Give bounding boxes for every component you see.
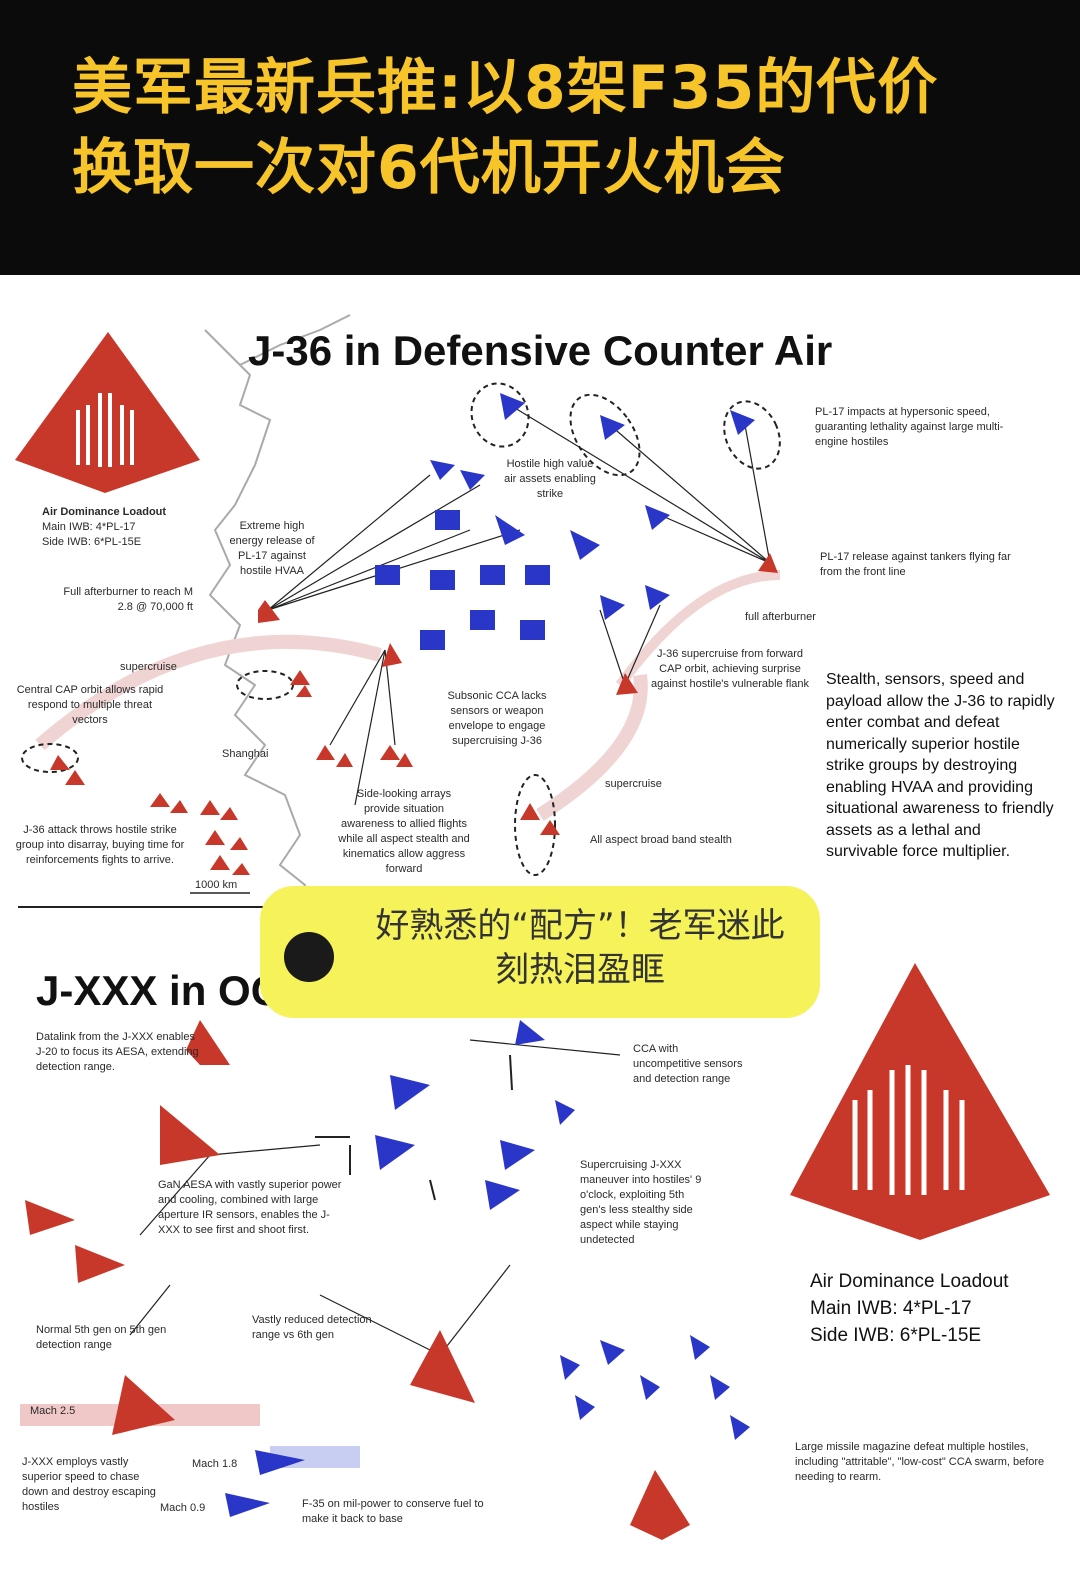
post-header: 美军最新兵推:以8架F35的代价换取一次对6代机开火机会 bbox=[0, 0, 1080, 275]
missile-icons bbox=[852, 1065, 965, 1195]
bullet-icon bbox=[284, 932, 334, 982]
annotation-pl17-release: PL-17 release against tankers flying far… bbox=[820, 551, 1011, 578]
comment-bubble: 好熟悉的“配方”！老军迷此刻热泪盈眶 bbox=[260, 886, 820, 1018]
annotation-supercruise-1: supercruise bbox=[120, 661, 177, 673]
section-title: J-XXX in OC bbox=[36, 967, 282, 1014]
annotation-large-magazine: Large missile magazine defeat multiple h… bbox=[795, 1441, 1045, 1483]
loadout-top-side: Side IWB: 6*PL-15E bbox=[42, 536, 142, 548]
loadout-bottom-side: Side IWB: 6*PL-15E bbox=[810, 1325, 982, 1346]
loadout-bottom-heading: Air Dominance Loadout bbox=[810, 1271, 1009, 1292]
annotation-cca-with: CCA with uncompetitive sensors and detec… bbox=[633, 1043, 743, 1085]
annotation-extreme-energy: Extreme high energy release of PL-17 aga… bbox=[229, 520, 315, 577]
annotation-central-cap: Central CAP orbit allows rapid respond t… bbox=[16, 684, 164, 726]
headline: 美军最新兵推:以8架F35的代价换取一次对6代机开火机会 bbox=[72, 53, 939, 203]
annotation-supercruise-fwd: J-36 supercruise from forward CAP orbit,… bbox=[650, 648, 810, 690]
map-label-shanghai: Shanghai bbox=[222, 748, 269, 760]
infographic: J-36 in Defensive Counter Air J-XXX in O… bbox=[0, 275, 1080, 1584]
flight-arc bbox=[536, 674, 648, 821]
loadout-top-main: Main IWB: 4*PL-17 bbox=[42, 521, 136, 533]
annotation-supercruise-2: supercruise bbox=[605, 778, 662, 790]
label-mach-0-9: Mach 0.9 bbox=[160, 1502, 206, 1514]
flight-arc bbox=[615, 570, 781, 688]
annotation-normal-5th: Normal 5th gen on 5th gen detection rang… bbox=[36, 1324, 167, 1351]
annotation-gan-aesa: GaN AESA with vastly superior power and … bbox=[158, 1179, 342, 1236]
annotation-hostile-hva: Hostile high value air assets enabling s… bbox=[504, 458, 596, 500]
annotation-pl17-impacts: PL-17 impacts at hypersonic speed, guara… bbox=[815, 406, 1004, 448]
hostile-aircraft-group bbox=[225, 393, 755, 1517]
annotation-jxxx-speed: J-XXX employs vastly superior speed to c… bbox=[22, 1456, 156, 1513]
j36-loadout-diagram bbox=[15, 332, 200, 493]
loadout-bottom-main: Main IWB: 4*PL-17 bbox=[810, 1298, 972, 1319]
friendly-aircraft-group bbox=[25, 553, 778, 1540]
annotation-datalink: Datalink from the J-XXX enables J-20 to … bbox=[36, 1031, 199, 1073]
comment-text: 好熟悉的“配方”！老军迷此刻热泪盈眶 bbox=[375, 906, 785, 990]
flight-arc bbox=[35, 634, 382, 751]
coastline-north bbox=[239, 314, 351, 366]
annotation-j36-attack: J-36 attack throws hostile strike group … bbox=[15, 824, 185, 866]
main-title: J-36 in Defensive Counter Air bbox=[248, 327, 833, 374]
annotation-side-arrays: Side-looking arrays provide situation aw… bbox=[338, 788, 470, 875]
j36-summary: Stealth, sensors, speed and payload allo… bbox=[826, 671, 1055, 860]
missile-icons bbox=[76, 393, 134, 467]
loadout-bottom: Air Dominance Loadout Main IWB: 4*PL-17 … bbox=[810, 1268, 1009, 1349]
annotation-full-ab: full afterburner bbox=[745, 611, 816, 623]
scale-label: 1000 km bbox=[195, 879, 238, 891]
annotation-vastly-reduced: Vastly reduced detection range vs 6th ge… bbox=[252, 1314, 372, 1341]
annotation-subsonic-cca: Subsonic CCA lacks sensors or weapon env… bbox=[447, 690, 547, 747]
loadout-top: Air Dominance Loadout Main IWB: 4*PL-17 … bbox=[42, 505, 202, 550]
datalink-marks bbox=[315, 1054, 513, 1201]
annotation-supercruising: Supercruising J-XXX maneuver into hostil… bbox=[580, 1159, 702, 1246]
loadout-top-heading: Air Dominance Loadout bbox=[42, 506, 167, 518]
label-mach-1-8: Mach 1.8 bbox=[192, 1458, 238, 1470]
annotation-afterburner: Full afterburner to reach M 2.8 @ 70,000… bbox=[63, 586, 193, 613]
label-mach-2-5: Mach 2.5 bbox=[30, 1405, 76, 1417]
jxxx-loadout-diagram bbox=[790, 963, 1050, 1240]
annotation-all-aspect: All aspect broad band stealth bbox=[590, 834, 732, 846]
infographic-canvas bbox=[15, 314, 1050, 1540]
annotation-f35-milpower: F-35 on mil-power to conserve fuel to ma… bbox=[302, 1498, 484, 1525]
